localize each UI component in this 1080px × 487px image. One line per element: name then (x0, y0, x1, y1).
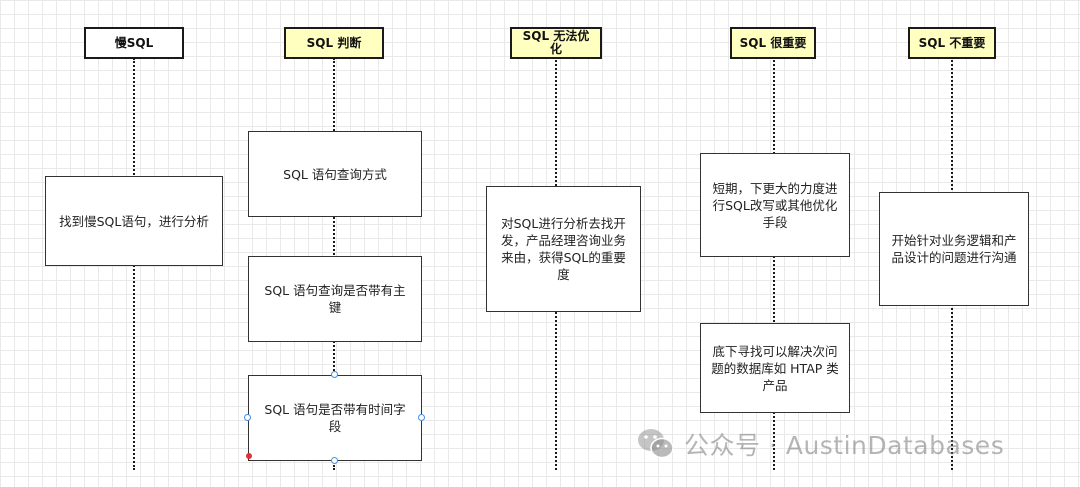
box-text: SQL 语句查询是否带有主键 (264, 283, 406, 315)
lifeline-sql-important (773, 60, 775, 470)
watermark-text: 公众号 · AustinDatabases (684, 431, 1005, 460)
watermark: 公众号 · AustinDatabases (636, 424, 1004, 464)
box-long-term[interactable]: 底下寻找可以解决次问题的数据库如 HTAP 类产品 (700, 323, 850, 413)
lane-header-label: SQL 判断 (306, 35, 362, 50)
box-text: 短期，下更大的力度进行SQL改写或其他优化手段 (712, 180, 838, 230)
selection-handle-right[interactable] (418, 414, 425, 421)
lane-header-slow-sql[interactable]: 慢SQL (84, 27, 184, 59)
box-text: SQL 语句是否带有时间字段 (264, 402, 406, 434)
lane-header-label: SQL 很重要 (739, 35, 807, 50)
lane-header-sql-important[interactable]: SQL 很重要 (730, 27, 816, 59)
box-query-method[interactable]: SQL 语句查询方式 (248, 131, 422, 217)
box-text: 底下寻找可以解决次问题的数据库如 HTAP 类产品 (711, 343, 839, 393)
selection-handle-top[interactable] (331, 371, 338, 378)
box-text: 对SQL进行分析去找开发，产品经理咨询业务来由，获得SQL的重要度 (500, 216, 626, 282)
box-has-primary-key[interactable]: SQL 语句查询是否带有主键 (248, 256, 422, 342)
lane-header-label: 慢SQL (114, 35, 154, 50)
box-has-time-field[interactable]: SQL 语句是否带有时间字段 (248, 375, 422, 461)
box-communicate[interactable]: 开始针对业务逻辑和产品设计的问题进行沟通 (879, 192, 1029, 306)
lane-header-sql-unimportant[interactable]: SQL 不重要 (908, 27, 996, 59)
box-analyze-business[interactable]: 对SQL进行分析去找开发，产品经理咨询业务来由，获得SQL的重要度 (486, 186, 641, 312)
selection-handle-corner[interactable] (246, 453, 252, 459)
lane-header-label: SQL 不重要 (918, 35, 986, 50)
lane-header-sql-judge[interactable]: SQL 判断 (284, 27, 384, 59)
box-find-slow-sql[interactable]: 找到慢SQL语句，进行分析 (45, 176, 223, 266)
box-text: 找到慢SQL语句，进行分析 (59, 213, 209, 229)
wechat-icon (638, 429, 674, 459)
lane-header-sql-cannot-optimize[interactable]: SQL 无法优化 (510, 27, 602, 59)
box-short-term[interactable]: 短期，下更大的力度进行SQL改写或其他优化手段 (700, 153, 850, 257)
selection-handle-left[interactable] (244, 414, 251, 421)
selection-handle-bottom[interactable] (331, 457, 338, 464)
box-text: SQL 语句查询方式 (283, 166, 387, 182)
lane-header-label: SQL 无法优化 (522, 29, 590, 56)
box-text: 开始针对业务逻辑和产品设计的问题进行沟通 (891, 233, 1017, 265)
